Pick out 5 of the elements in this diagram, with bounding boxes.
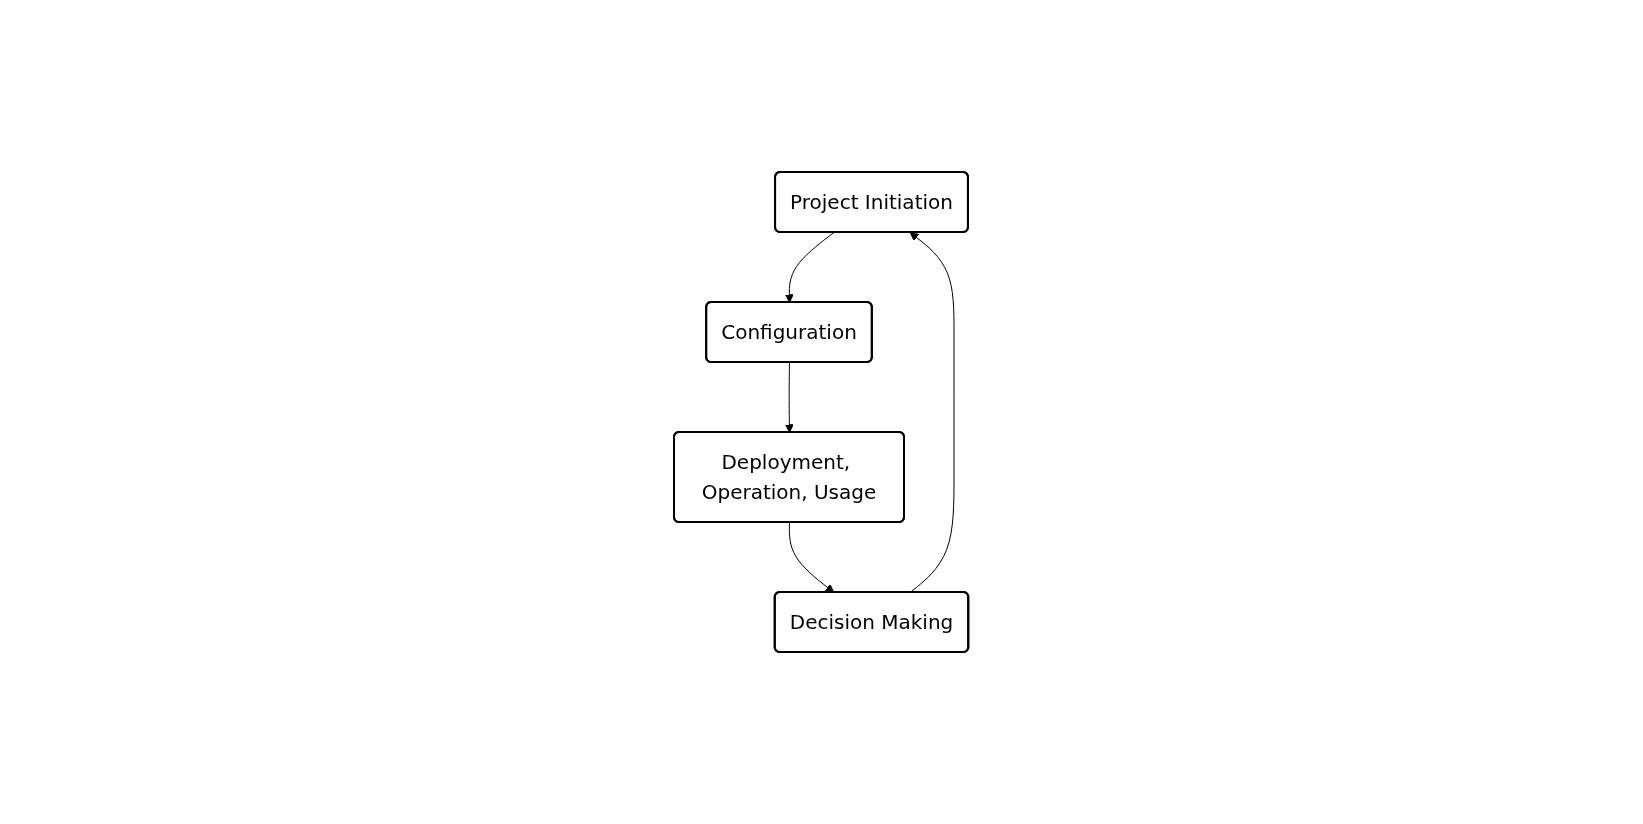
arrow <box>909 232 955 593</box>
arrow <box>789 522 835 593</box>
arrow <box>785 232 835 303</box>
node-text: Deployment, Operation, Usage <box>702 450 877 504</box>
arrow <box>785 362 795 433</box>
